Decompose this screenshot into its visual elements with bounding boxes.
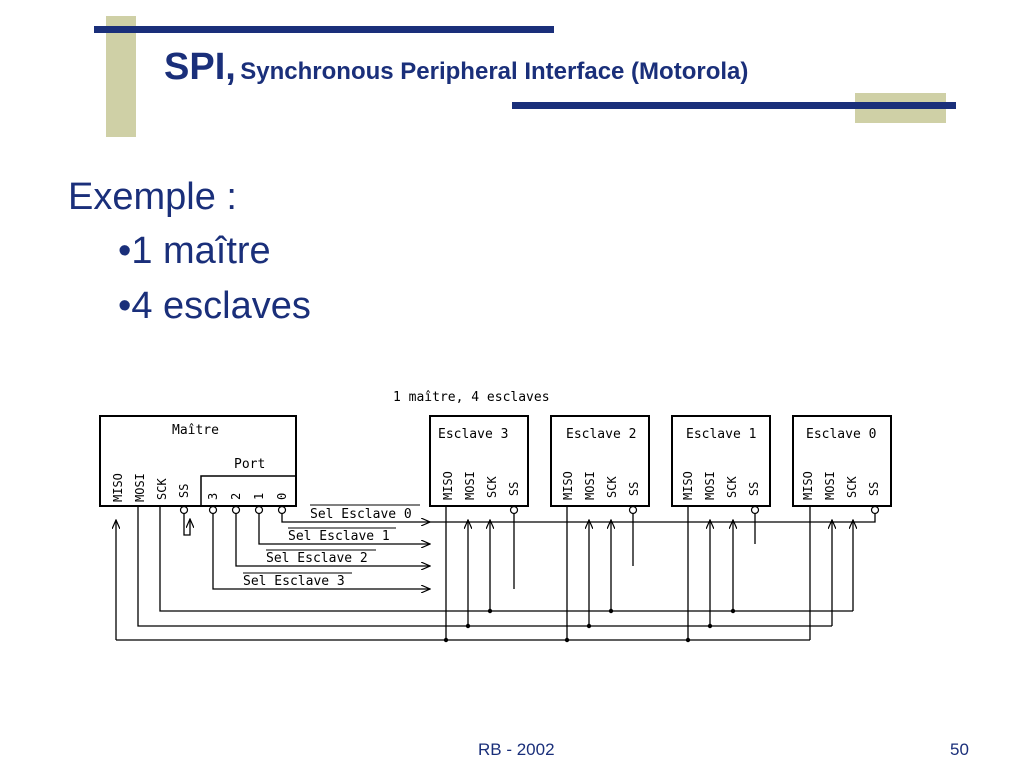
select-label: Sel Esclave 3 xyxy=(243,574,345,589)
pin-stubs xyxy=(179,505,880,515)
slave-label: Esclave 0 xyxy=(806,427,876,442)
pin-label: SS xyxy=(507,482,521,496)
slave-box xyxy=(550,415,650,507)
pin-label: SCK xyxy=(485,476,499,498)
slave-box xyxy=(671,415,771,507)
slave-box xyxy=(792,415,892,507)
decor-navy-bar-top xyxy=(94,26,554,33)
pin-label: MOSI xyxy=(703,471,717,500)
pin-label: MOSI xyxy=(463,471,477,500)
bullet-item: •4 esclaves xyxy=(118,285,311,327)
port-frame xyxy=(200,475,296,506)
master-label: Maître xyxy=(172,423,219,438)
select-label: Sel Esclave 1 xyxy=(288,529,390,544)
port-pin-label: 1 xyxy=(252,493,266,500)
slide-title-sub: Synchronous Peripheral Interface (Motoro… xyxy=(240,58,749,85)
decor-navy-bar-bottom xyxy=(512,102,956,109)
slide-title: SPI, Synchronous Peripheral Interface (M… xyxy=(164,46,748,89)
bullet-item: •1 maître xyxy=(118,230,271,272)
master-box xyxy=(99,415,297,507)
pin-label: MOSI xyxy=(133,473,147,502)
select-line-labels: Sel Esclave 0 Sel Esclave 1 Sel Esclave … xyxy=(243,504,420,589)
pin-label: MOSI xyxy=(823,471,837,500)
pin-label: MISO xyxy=(561,471,575,500)
page-number: 50 xyxy=(950,740,969,759)
port-label: Port xyxy=(234,457,265,472)
bullet-text: 1 maître xyxy=(131,230,271,272)
diagram-caption: 1 maître, 4 esclaves xyxy=(393,390,550,405)
pin-label: SCK xyxy=(605,476,619,498)
slave-label: Esclave 3 xyxy=(438,427,508,442)
pin-label: MISO xyxy=(681,471,695,500)
pin-label: MISO xyxy=(441,471,455,500)
slave-label: Esclave 2 xyxy=(566,427,636,442)
spi-bus-wires xyxy=(116,506,876,641)
footer-text: RB - 2002 xyxy=(478,740,555,759)
pin-label: MISO xyxy=(111,473,125,502)
pin-label: SCK xyxy=(725,476,739,498)
port-pin-label: 2 xyxy=(229,493,243,500)
pin-label: SS xyxy=(867,482,881,496)
port-pin-label: 0 xyxy=(275,493,289,500)
slide-title-main: SPI, xyxy=(164,46,236,88)
junction-dots xyxy=(443,608,736,643)
pin-label: SS xyxy=(177,484,191,498)
port-pin-label: 3 xyxy=(206,493,220,500)
slave-box xyxy=(429,415,529,507)
select-label: Sel Esclave 2 xyxy=(266,551,368,566)
slave-label: Esclave 1 xyxy=(686,427,756,442)
pin-label: MISO xyxy=(801,471,815,500)
pin-label: MOSI xyxy=(583,471,597,500)
example-heading: Exemple : xyxy=(68,176,237,218)
decor-khaki-bar-left xyxy=(106,16,136,137)
select-label: Sel Esclave 0 xyxy=(310,507,412,522)
pin-label: SS xyxy=(747,482,761,496)
pin-label: SCK xyxy=(155,478,169,500)
pin-label: SCK xyxy=(845,476,859,498)
bullet-text: 4 esclaves xyxy=(131,285,311,327)
pin-label: SS xyxy=(627,482,641,496)
